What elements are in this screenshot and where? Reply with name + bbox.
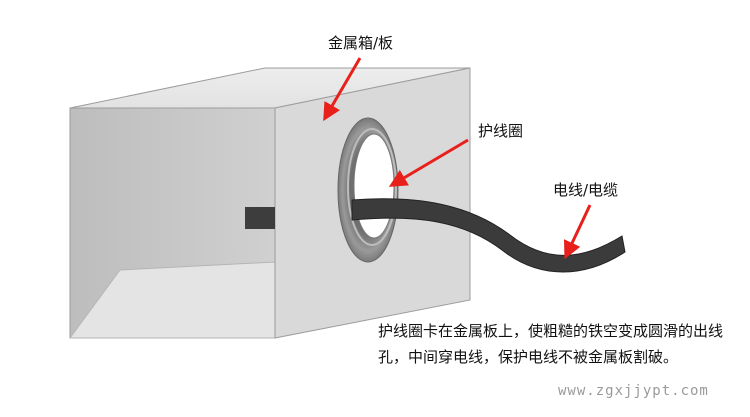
cable-outer: [351, 198, 626, 273]
label-grommet: 护线圈: [478, 122, 524, 140]
caption-text: 护线圈卡在金属板上，使粗糙的铁空变成圆滑的出线孔，中间穿电线，保护电线不被金属板…: [378, 322, 724, 366]
cable-inner-stub: [245, 207, 275, 229]
label-wire: 电线/电缆: [553, 181, 619, 199]
grommet-hole: [353, 133, 395, 239]
grommet-inner-rim: [347, 128, 397, 246]
arrow-wire: [563, 204, 592, 260]
label-metal-box: 金属箱/板: [328, 34, 394, 52]
watermark: www.zgxjjypt.com: [558, 383, 709, 399]
arrow-box: [323, 57, 362, 122]
arrow-grommet: [388, 138, 469, 187]
